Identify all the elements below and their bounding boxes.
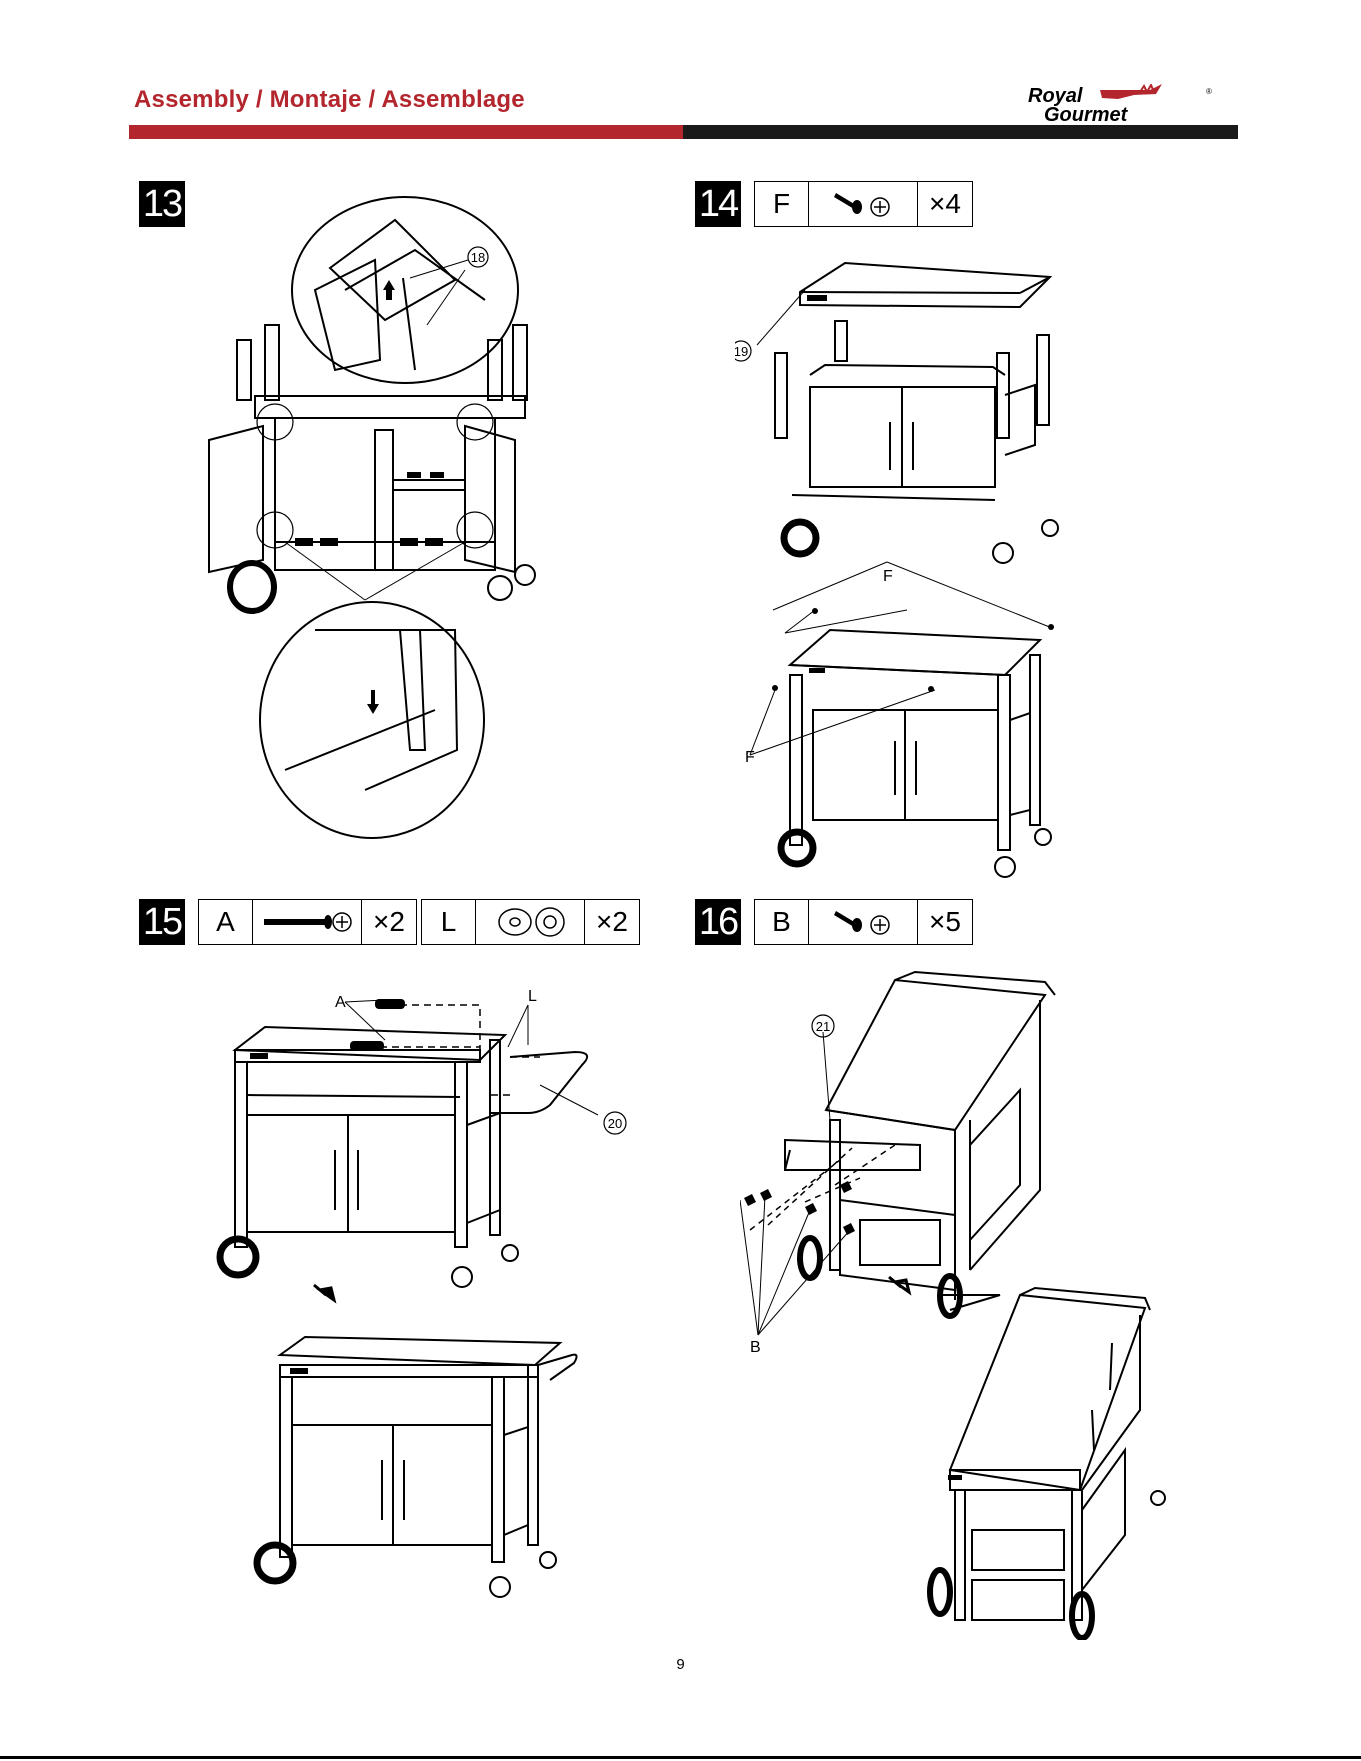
- page-number: 9: [0, 1656, 1361, 1673]
- part-letter: L: [421, 899, 476, 945]
- label-a: A: [335, 994, 346, 1011]
- part-letter: F: [754, 181, 809, 227]
- label-l: L: [528, 988, 537, 1005]
- header-rule-black: [683, 125, 1238, 139]
- step-16-illustration: 21 B: [740, 970, 1190, 1640]
- royal-gourmet-logo: Royal Gourmet ®: [1022, 84, 1212, 124]
- part-quantity: ×4: [918, 181, 973, 227]
- callout-21: 21: [816, 1019, 830, 1034]
- part-quantity: ×2: [585, 899, 640, 945]
- step-15-number: 15: [139, 899, 185, 945]
- svg-text:®: ®: [1206, 87, 1212, 96]
- part-quantity: ×5: [918, 899, 973, 945]
- bottom-rule: [0, 1756, 1361, 1759]
- callout-19: 19: [735, 344, 748, 359]
- step-13-number: 13: [139, 181, 185, 227]
- page-title: Assembly / Montaje / Assemblage: [134, 86, 525, 114]
- washer-icon: [476, 899, 585, 945]
- step-16-number: 16: [695, 899, 741, 945]
- step-14-illustration: 19 F F: [735, 255, 1075, 885]
- screw-icon: [809, 181, 918, 227]
- step-15-parts-a: A ×2: [198, 899, 417, 945]
- callout-18: 18: [471, 250, 485, 265]
- part-quantity: ×2: [362, 899, 417, 945]
- long-bolt-icon: [253, 899, 362, 945]
- label-f-bottom: F: [745, 749, 755, 766]
- step-16-parts: B ×5: [754, 899, 973, 945]
- part-letter: A: [198, 899, 253, 945]
- part-letter: B: [754, 899, 809, 945]
- step-14-number: 14: [695, 181, 741, 227]
- step-15-illustration: A L 20: [210, 985, 630, 1615]
- step-14-parts: F ×4: [754, 181, 973, 227]
- label-f-top: F: [883, 568, 893, 585]
- label-b: B: [750, 1339, 761, 1356]
- callout-20: 20: [608, 1116, 622, 1131]
- header-rule-red: [129, 125, 683, 139]
- step-13-illustration: 18: [195, 190, 665, 850]
- step-15-parts-l: L ×2: [421, 899, 640, 945]
- screw-icon: [809, 899, 918, 945]
- svg-text:Gourmet: Gourmet: [1044, 104, 1129, 124]
